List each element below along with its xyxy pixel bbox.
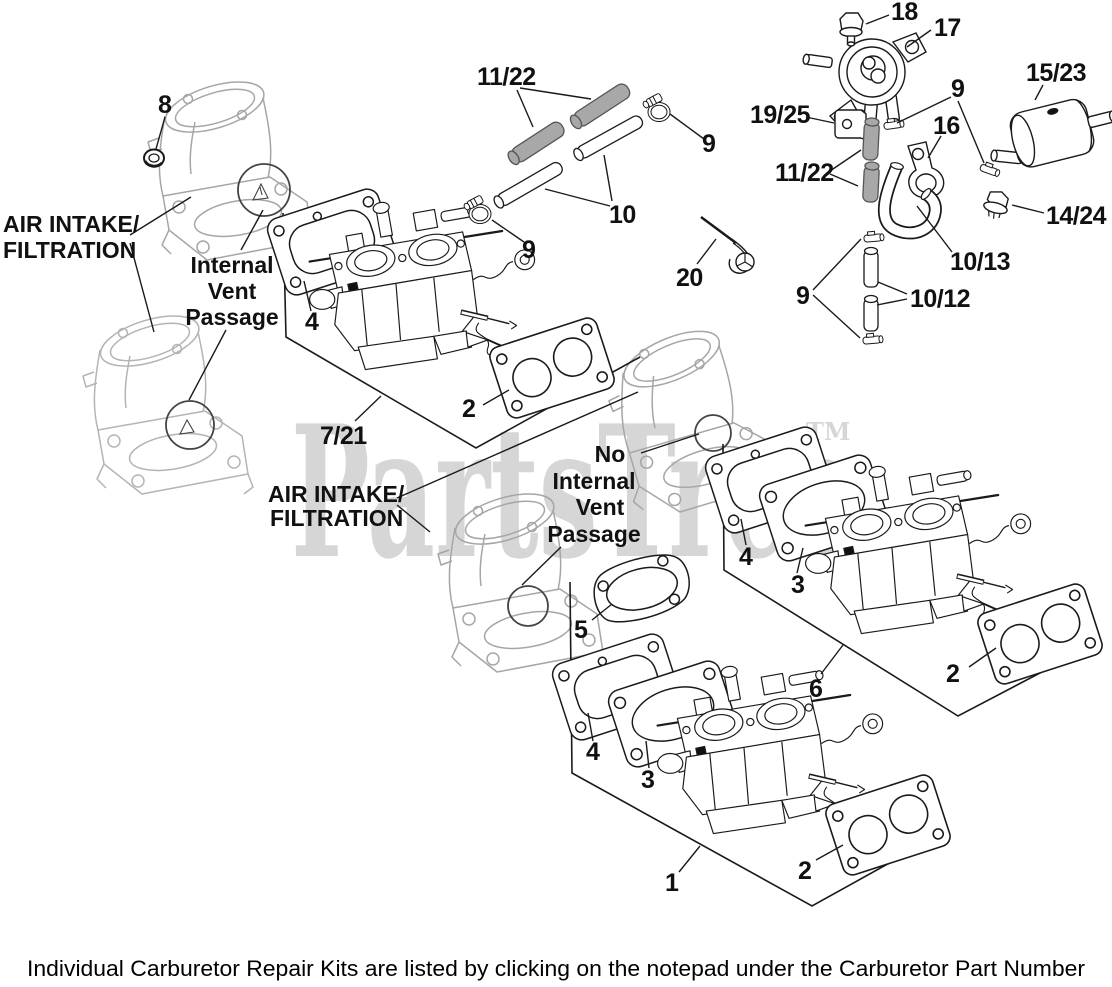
fuel-tubes-right bbox=[863, 246, 879, 332]
callout-10-13: 10/13 bbox=[950, 248, 1010, 276]
fuel-hoses-right bbox=[862, 117, 880, 203]
callout-16: 16 bbox=[933, 112, 960, 140]
callout-4-b: 4 bbox=[739, 543, 753, 571]
callout-4-a: 4 bbox=[305, 308, 319, 336]
hook-clip bbox=[700, 215, 755, 274]
callout-14-24: 14/24 bbox=[1046, 202, 1107, 230]
small-clamp-lower bbox=[861, 332, 884, 345]
vent-detail-circles bbox=[165, 163, 732, 627]
callout-9-right: 9 bbox=[796, 282, 809, 310]
callout-11-22-right: 11/22 bbox=[775, 159, 834, 187]
small-clamp-filter bbox=[978, 160, 1003, 178]
leader-lines bbox=[129, 14, 1045, 873]
callout-8: 8 bbox=[158, 91, 172, 119]
air-intake-elbow-2 bbox=[82, 305, 254, 495]
elbow-hose-part bbox=[877, 162, 942, 240]
callout-10-12: 10/12 bbox=[910, 285, 970, 313]
small-clamp-pump bbox=[882, 116, 905, 131]
callout-1: 1 bbox=[665, 869, 679, 897]
callout-9-left: 9 bbox=[522, 236, 535, 264]
callout-18: 18 bbox=[891, 0, 918, 26]
gasket2-b bbox=[974, 580, 1106, 688]
pump-bolt-part bbox=[839, 12, 864, 47]
callout-19-25: 19/25 bbox=[750, 101, 811, 129]
callout-10: 10 bbox=[609, 201, 636, 229]
fuel-tubes-top bbox=[493, 115, 644, 209]
callout-3-b: 3 bbox=[791, 571, 804, 599]
fuel-filter-part bbox=[990, 98, 1112, 168]
air-intake-filtration-label-2: AIR INTAKE/FILTRATION bbox=[268, 481, 405, 531]
callout-15-23: 15/23 bbox=[1026, 59, 1086, 87]
small-clamp-upper bbox=[862, 230, 885, 243]
callout-2-a: 2 bbox=[462, 395, 475, 423]
fuel-hoses-top bbox=[507, 83, 631, 166]
callout-17: 17 bbox=[934, 14, 961, 42]
callout-6: 6 bbox=[809, 675, 822, 703]
hose-clamp-top bbox=[641, 92, 671, 122]
gasket2-c bbox=[822, 771, 954, 879]
callout-11-22-top: 11/22 bbox=[477, 63, 536, 91]
fuel-pump-part bbox=[802, 32, 927, 135]
nut-part bbox=[143, 148, 165, 168]
damper-part bbox=[834, 109, 867, 142]
footer-caption: Individual Carburetor Repair Kits are li… bbox=[27, 956, 1085, 981]
callout-9-top: 9 bbox=[702, 130, 715, 158]
callout-7-21: 7/21 bbox=[320, 422, 367, 450]
callout-2-c: 2 bbox=[798, 857, 811, 885]
callout-20: 20 bbox=[676, 264, 703, 292]
flange-bolt-part bbox=[983, 191, 1009, 219]
callout-9-pump: 9 bbox=[951, 75, 964, 103]
hose-clamp-left bbox=[462, 194, 492, 224]
callout-2-b: 2 bbox=[946, 660, 959, 688]
air-intake-filtration-label-1: AIR INTAKE/FILTRATION bbox=[3, 211, 140, 263]
callout-4-c: 4 bbox=[586, 738, 600, 766]
callout-5: 5 bbox=[574, 616, 588, 644]
callout-3-c: 3 bbox=[641, 766, 654, 794]
